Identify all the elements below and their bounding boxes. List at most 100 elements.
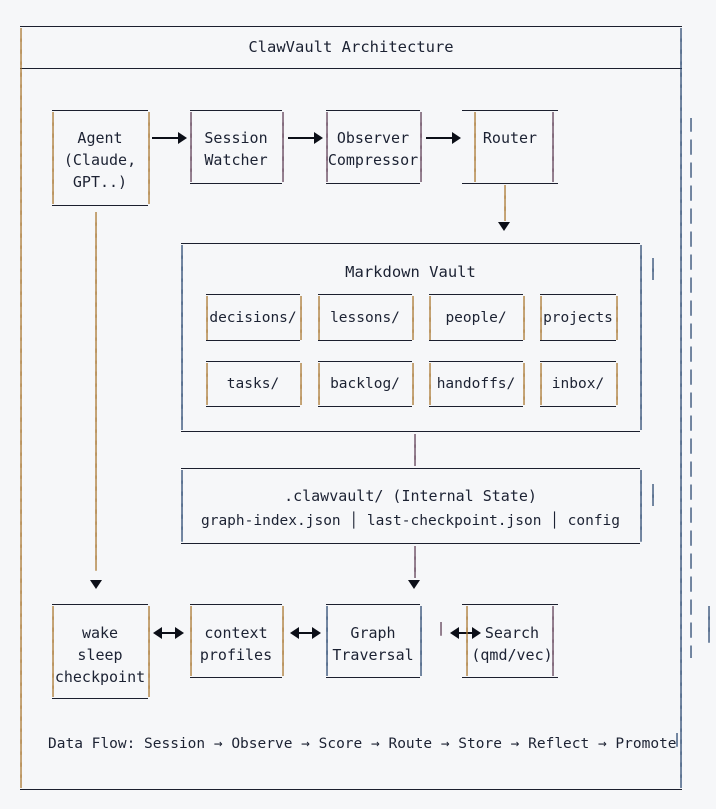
folder-people-left-edge: | | | | bbox=[425, 296, 435, 340]
router-line-1: Router bbox=[482, 129, 538, 147]
arrow-head-graph-search-left-icon bbox=[450, 627, 459, 639]
search-line-1: Search bbox=[484, 624, 540, 642]
folder-inbox-bottom bbox=[540, 406, 616, 407]
page-title: ClawVault Architecture bbox=[248, 38, 454, 56]
graph-box-bottom bbox=[326, 677, 420, 678]
agent-line-1: Agent bbox=[77, 129, 123, 147]
folder-inbox-left-edge: | | | | bbox=[536, 363, 546, 405]
graph-box-right-edge: | | | | | | bbox=[416, 606, 426, 676]
search-box-bottom bbox=[462, 677, 558, 678]
observer-box-right-edge: | | | | | | bbox=[416, 112, 426, 182]
session-line-1: Session bbox=[204, 129, 268, 147]
arrow-shaft-session-observer bbox=[288, 137, 316, 139]
folder-lessons-right-edge: | | | | bbox=[408, 296, 418, 340]
session-box-right-edge: | | | | | | bbox=[278, 112, 288, 182]
folder-tasks-bottom bbox=[206, 406, 300, 407]
internal-state-panel-top bbox=[181, 468, 640, 469]
folder-backlog-top bbox=[318, 361, 412, 362]
lifecycle-box-left-edge: | | | | | | | | bbox=[48, 606, 58, 697]
arrow-head-observer-router-icon bbox=[452, 132, 461, 144]
router-box-left-edge: | | | | | | bbox=[470, 112, 480, 182]
folder-tasks-right-edge: | | | | bbox=[296, 363, 306, 405]
folder-label-projects[interactable]: projects bbox=[543, 310, 613, 326]
node-label-router: Router bbox=[462, 127, 558, 149]
folder-label-tasks[interactable]: tasks/ bbox=[226, 376, 280, 392]
search-line-2: (qmd/vec) bbox=[471, 646, 553, 664]
lifecycle-box-bottom bbox=[52, 698, 148, 699]
connector-router-to-vault: | | | bbox=[500, 185, 510, 221]
services-right-gutter-pipe: | | | bbox=[704, 606, 714, 643]
session-line-2: Watcher bbox=[204, 151, 268, 169]
folder-handoffs-left-edge: | | | | bbox=[425, 363, 435, 405]
arrow-head-internal-state-services-icon bbox=[408, 580, 420, 589]
search-box-right-edge: | | | | | | bbox=[548, 606, 558, 676]
session-box-bottom bbox=[190, 183, 282, 184]
folder-decisions-bottom bbox=[206, 340, 300, 341]
arrow-shaft-graph-search bbox=[458, 632, 474, 634]
node-label-context: context profiles bbox=[190, 622, 282, 666]
internal-state-title: .clawvault/ (Internal State) bbox=[284, 487, 537, 505]
folder-label-decisions[interactable]: decisions/ bbox=[209, 310, 297, 326]
context-box-top bbox=[190, 604, 282, 605]
folder-label-handoffs[interactable]: handoffs/ bbox=[436, 376, 516, 392]
lifecycle-line-3: checkpoint bbox=[54, 668, 146, 686]
title-separator-rule bbox=[20, 68, 682, 69]
observer-line-1: Observer bbox=[336, 129, 410, 147]
arrow-head-context-graph-right-icon bbox=[312, 627, 321, 639]
folder-label-inbox[interactable]: inbox/ bbox=[551, 376, 605, 392]
agent-box-left-edge: | | | | | | | | bbox=[48, 112, 58, 204]
folder-tasks-top bbox=[206, 361, 300, 362]
internal-state-right-gutter-pipe: | | bbox=[648, 484, 658, 506]
observer-box-top bbox=[326, 110, 420, 111]
context-line-1: context bbox=[204, 624, 268, 642]
data-flow-footer-end-pipe: | bbox=[672, 733, 682, 747]
graph-search-gap-pipe: | bbox=[436, 622, 446, 636]
folder-label-backlog[interactable]: backlog/ bbox=[330, 376, 400, 392]
folder-people-bottom bbox=[429, 340, 523, 341]
agent-box-bottom bbox=[52, 205, 148, 206]
folder-projects-bottom bbox=[540, 340, 616, 341]
router-box-right-edge: | | | | | | bbox=[548, 112, 558, 182]
lifecycle-box-top bbox=[52, 604, 148, 605]
graph-box-left-edge: | | | | | | bbox=[322, 606, 332, 676]
folder-decisions-right-edge: | | | | bbox=[296, 296, 306, 340]
graph-line-1: Graph bbox=[350, 624, 396, 642]
folder-handoffs-bottom bbox=[429, 406, 523, 407]
lifecycle-line-2: sleep bbox=[77, 646, 123, 664]
outer-gutter-pipe-right: | | | | | | | | | | | | | | | | | | | | … bbox=[686, 118, 696, 658]
context-box-right-edge: | | | | | | bbox=[278, 606, 288, 676]
outer-frame-left-edge: | | | | | | | | | | | | | | | | | | | | … bbox=[16, 28, 26, 788]
folder-decisions-top bbox=[206, 294, 300, 295]
vault-panel-right-gutter-pipe: | | bbox=[648, 258, 658, 280]
connector-internal-state-to-services: | | | bbox=[410, 546, 420, 578]
internal-state-left-edge: | | | | | | bbox=[177, 470, 187, 542]
router-box-bottom bbox=[462, 183, 558, 184]
context-line-2: profiles bbox=[199, 646, 273, 664]
folder-label-lessons[interactable]: lessons/ bbox=[330, 310, 400, 326]
arrow-shaft-agent-session bbox=[152, 137, 180, 139]
observer-line-2: Compressor bbox=[327, 151, 419, 169]
arrow-head-session-observer-icon bbox=[314, 132, 323, 144]
agent-box-right-edge: | | | | | | | | bbox=[144, 112, 154, 204]
arrow-head-graph-search-right-icon bbox=[472, 627, 481, 639]
arrow-shaft-observer-router bbox=[426, 137, 454, 139]
outer-frame-top bbox=[20, 26, 682, 27]
outer-frame-bottom bbox=[20, 789, 682, 790]
folder-projects-left-edge: | | | | bbox=[536, 296, 546, 340]
folder-inbox-right-edge: | | | | bbox=[612, 363, 622, 405]
agent-line-2: (Claude, bbox=[63, 151, 137, 169]
context-box-left-edge: | | | | | | bbox=[186, 606, 196, 676]
graph-line-2: Traversal bbox=[332, 646, 414, 664]
node-label-search: Search (qmd/vec) bbox=[464, 622, 560, 666]
folder-lessons-bottom bbox=[318, 340, 412, 341]
folder-backlog-bottom bbox=[318, 406, 412, 407]
session-box-left-edge: | | | | | | bbox=[186, 112, 196, 182]
node-label-agent: Agent(Claude,GPT..) bbox=[52, 127, 148, 193]
arrow-head-agent-lifecycle-icon bbox=[90, 580, 102, 589]
folder-backlog-right-edge: | | | | bbox=[408, 363, 418, 405]
folder-label-people[interactable]: people/ bbox=[445, 310, 507, 326]
internal-state-panel-bottom bbox=[181, 543, 640, 544]
folder-handoffs-right-edge: | | | | bbox=[519, 363, 529, 405]
